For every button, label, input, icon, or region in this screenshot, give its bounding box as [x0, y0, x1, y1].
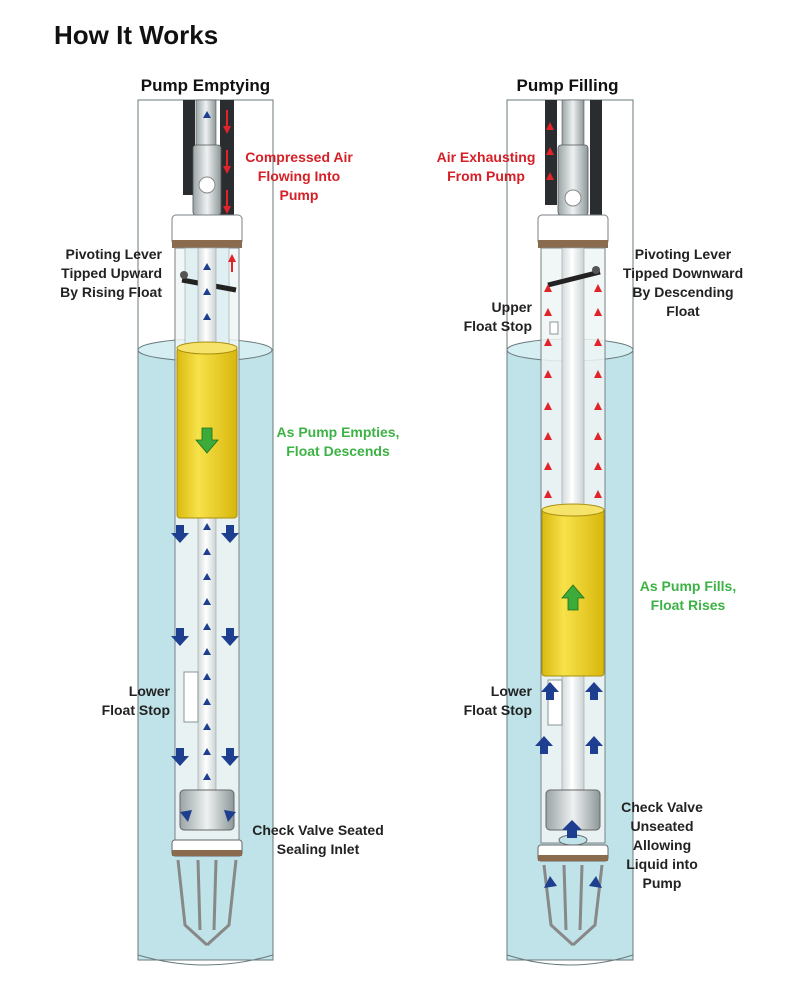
- inlet-gasket: [538, 855, 608, 861]
- emptying-panel-title: Pump Emptying: [140, 76, 271, 95]
- liquid-arrows-up: [535, 682, 603, 888]
- inlet-gasket: [172, 850, 242, 856]
- air-arrows-down: [223, 110, 236, 272]
- upper-float-stop: [549, 321, 559, 335]
- well-bottom: [506, 954, 634, 966]
- emptying-float-label: As Pump Empties, Float Descends: [276, 424, 400, 459]
- float-top: [176, 341, 238, 355]
- filling-panel-title: Pump Filling: [516, 76, 619, 95]
- head-gasket: [538, 240, 608, 248]
- filling-check-valve-label: Check Valve Unseated Allowing Liquid int…: [621, 799, 703, 891]
- filling-upper-stop-label: Upper Float Stop: [463, 299, 532, 334]
- liquid-arrows-up: [203, 111, 211, 780]
- lower-float-stop: [183, 671, 199, 723]
- inlet-cage: [176, 859, 238, 947]
- air-hose: [183, 100, 195, 195]
- lever-pivot: [592, 266, 600, 274]
- filling-air-label: Air Exhausting From Pump: [436, 149, 536, 184]
- lever-pivot: [180, 271, 188, 279]
- well-bottom: [137, 954, 274, 966]
- filling-lower-stop-label: Lower Float Stop: [463, 683, 532, 718]
- pivoting-lever: [547, 269, 601, 288]
- float-top: [541, 503, 605, 517]
- head-gasket: [172, 240, 242, 248]
- check-valve: [179, 789, 235, 831]
- liquid-arrows-down: [171, 525, 239, 822]
- emptying-lower-stop-label: Lower Float Stop: [101, 683, 170, 718]
- air-hose: [590, 100, 602, 220]
- emptying-lever-label: Pivoting Lever Tipped Upward By Rising F…: [60, 246, 162, 300]
- filling-pump: [506, 99, 634, 966]
- fitting-port: [198, 176, 216, 194]
- air-arrows-up: [544, 122, 602, 498]
- emptying-air-label: Compressed Air Flowing Into Pump: [245, 149, 353, 203]
- fitting-port: [564, 189, 582, 207]
- emptying-check-valve-label: Check Valve Seated Sealing Inlet: [252, 822, 384, 857]
- page-title: How It Works: [54, 20, 219, 50]
- float-direction-arrow: [561, 584, 585, 611]
- float-direction-arrow: [195, 427, 219, 454]
- emptying-pump: [137, 99, 274, 966]
- filling-float-label: As Pump Fills, Float Rises: [639, 578, 737, 613]
- filling-lever-label: Pivoting Lever Tipped Downward By Descen…: [622, 246, 744, 319]
